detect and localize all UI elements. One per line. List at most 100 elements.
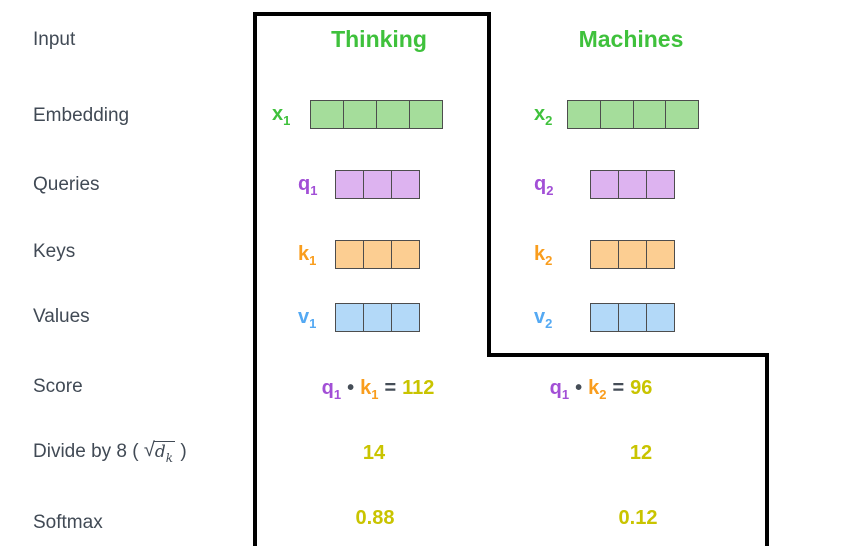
dot-product-icon: • xyxy=(347,377,355,399)
value-label-v1: v1 xyxy=(298,303,316,332)
divide-suffix: ) xyxy=(180,441,187,462)
score-equation-machines: q1•k2=96 xyxy=(516,377,686,402)
equals-sign: = xyxy=(612,377,625,399)
label-subscript: 1 xyxy=(310,183,318,198)
key-label-k2: k2 xyxy=(534,240,552,269)
divided-score-machines: 12 xyxy=(629,442,653,464)
label-letter: q xyxy=(298,173,311,195)
vector-cell xyxy=(311,101,343,128)
label-letter: x xyxy=(534,103,546,125)
vector-cell xyxy=(336,171,363,198)
dot-product-icon: • xyxy=(575,377,583,399)
label-subscript: 1 xyxy=(371,387,379,402)
value-label-v2: v2 xyxy=(534,303,552,332)
query-label-q2: q2 xyxy=(534,170,553,199)
softmax-score-machines: 0.12 xyxy=(618,507,658,529)
vector-cell xyxy=(363,241,391,268)
label-letter: v xyxy=(298,306,310,328)
vector-cell xyxy=(646,171,674,198)
row-label-input: Input xyxy=(33,29,76,50)
row-label-queries: Queries xyxy=(33,174,100,195)
label-subscript: 2 xyxy=(546,183,554,198)
divide-prefix: Divide by 8 ( xyxy=(33,441,139,462)
embedding-vector-x2 xyxy=(567,100,699,129)
label-subscript: 2 xyxy=(545,253,553,268)
vector-cell xyxy=(363,304,391,331)
label-subscript: 1 xyxy=(283,113,291,128)
vector-cell xyxy=(391,241,419,268)
label-letter: k xyxy=(534,243,546,265)
vector-cell xyxy=(665,101,698,128)
label-subscript: 2 xyxy=(599,387,607,402)
vector-cell xyxy=(363,171,391,198)
value-vector-v1 xyxy=(335,303,420,332)
query-vector-q1 xyxy=(335,170,420,199)
score-q-term: q1 xyxy=(321,377,342,402)
column-header-machines: Machines xyxy=(578,26,684,52)
value-vector-v2 xyxy=(590,303,675,332)
vector-cell xyxy=(591,241,618,268)
row-label-score: Score xyxy=(33,376,83,397)
score-k-term: k1 xyxy=(360,377,379,402)
column-header-thinking: Thinking xyxy=(331,26,427,52)
sqrt-radicand: dk xyxy=(153,441,176,465)
vector-cell xyxy=(591,304,618,331)
vector-cell xyxy=(391,171,419,198)
label-letter: k xyxy=(360,377,372,399)
dk-subscript: k xyxy=(165,450,174,465)
query-label-q1: q1 xyxy=(298,170,317,199)
label-letter: k xyxy=(588,377,600,399)
key-vector-k2 xyxy=(590,240,675,269)
vector-cell xyxy=(376,101,409,128)
label-subscript: 2 xyxy=(545,113,553,128)
vector-cell xyxy=(409,101,442,128)
key-label-k1: k1 xyxy=(298,240,316,269)
key-vector-k1 xyxy=(335,240,420,269)
highlight-outline-path xyxy=(253,12,769,546)
vector-cell xyxy=(391,304,419,331)
label-letter: q xyxy=(549,377,562,399)
row-label-divide: Divide by 8 ( √dk ) xyxy=(33,439,187,465)
vector-cell xyxy=(568,101,600,128)
row-label-embedding: Embedding xyxy=(33,105,130,126)
vector-cell xyxy=(646,241,674,268)
label-letter: k xyxy=(298,243,310,265)
label-letter: v xyxy=(534,306,546,328)
embedding-label-x1: x1 xyxy=(272,100,290,129)
label-subscript: 2 xyxy=(545,316,553,331)
vector-cell xyxy=(336,241,363,268)
score-k-term: k2 xyxy=(588,377,607,402)
query-vector-q2 xyxy=(590,170,675,199)
vector-cell xyxy=(599,101,633,128)
sqrt-symbol: √ xyxy=(143,439,155,461)
vector-cell xyxy=(618,171,646,198)
label-subscript: 1 xyxy=(309,253,317,268)
score-result: 112 xyxy=(402,377,435,399)
vector-cell xyxy=(336,304,363,331)
label-letter: q xyxy=(321,377,334,399)
equals-sign: = xyxy=(384,377,397,399)
label-subscript: 1 xyxy=(309,316,317,331)
label-subscript: 1 xyxy=(561,387,570,402)
row-label-softmax: Softmax xyxy=(33,512,103,533)
label-subscript: 1 xyxy=(333,387,342,402)
embedding-label-x2: x2 xyxy=(534,100,552,129)
vector-cell xyxy=(343,101,376,128)
divided-score-thinking: 14 xyxy=(362,442,386,464)
score-result: 96 xyxy=(630,377,653,399)
score-q-term: q1 xyxy=(549,377,570,402)
vector-cell xyxy=(591,171,618,198)
vector-cell xyxy=(618,304,646,331)
score-equation-thinking: q1•k1=112 xyxy=(293,377,463,402)
dk-letter: d xyxy=(154,442,166,462)
softmax-score-thinking: 0.88 xyxy=(355,507,395,529)
vector-cell xyxy=(632,101,666,128)
vector-cell xyxy=(646,304,674,331)
label-letter: q xyxy=(534,173,547,195)
row-label-values: Values xyxy=(33,306,90,327)
vector-cell xyxy=(618,241,646,268)
sqrt-dk-formula: √dk xyxy=(143,439,176,465)
embedding-vector-x1 xyxy=(310,100,443,129)
row-label-keys: Keys xyxy=(33,241,76,262)
